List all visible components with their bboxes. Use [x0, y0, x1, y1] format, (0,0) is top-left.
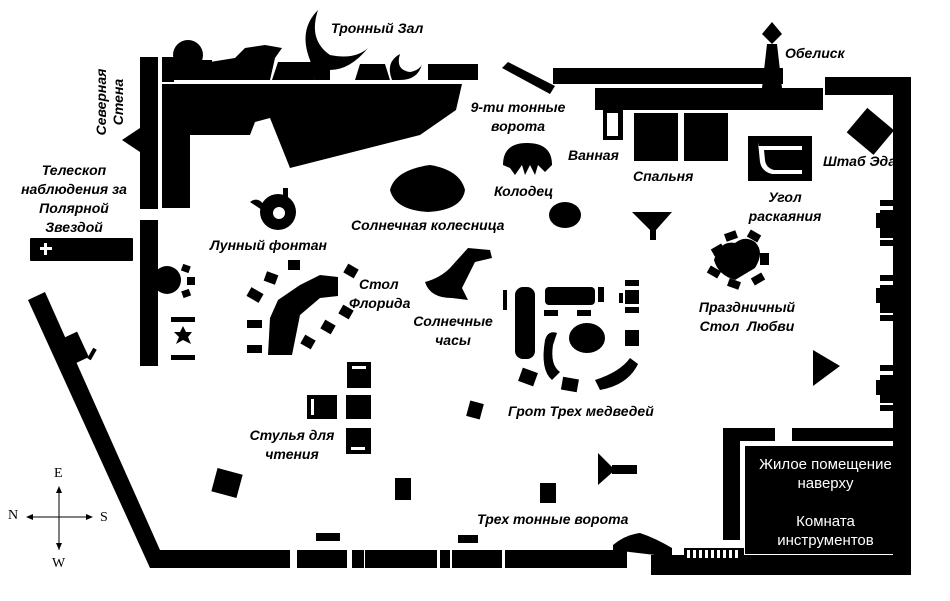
- label-three-bears-grotto: Грот Трех медведей: [508, 403, 654, 419]
- label-sundial-line1: Солнечные: [413, 313, 493, 329]
- stone-block: [211, 468, 243, 498]
- label-love-table-line1: Праздничный: [698, 299, 796, 315]
- label-reading-chairs-line2: чтения: [265, 446, 319, 462]
- label-north-wall-line1: Северная: [93, 68, 109, 136]
- label-obelisk: Обелиск: [785, 45, 845, 61]
- label-nine-ton-gate: 9-ти тонные ворота: [462, 98, 574, 136]
- label-florida-table-line1: Стол: [359, 276, 399, 292]
- label-florida-table-line2: Флорида: [349, 295, 411, 311]
- stone-block: [395, 478, 411, 500]
- label-love-table-line2: Стол Любви: [699, 318, 795, 334]
- label-telescope-line2: наблюдения за: [21, 181, 127, 197]
- label-telescope-line4: Звездой: [45, 219, 103, 235]
- grate: [684, 548, 744, 560]
- label-tool-room-line2: инструментов: [777, 532, 874, 549]
- label-reading-chairs: Стулья для чтения: [244, 426, 340, 464]
- bathroom: [603, 110, 623, 140]
- sun-chariot-small-circle: [549, 202, 581, 228]
- label-telescope-line3: Полярной: [39, 200, 109, 216]
- label-living-quarters: Жилое помещение наверху: [748, 455, 903, 493]
- label-repentance-corner-line1: Угол: [768, 189, 802, 205]
- label-moon-fountain: Лунный фонтан: [210, 237, 327, 253]
- moon-fountain-group: [153, 263, 195, 360]
- label-well: Колодец: [494, 183, 554, 199]
- label-sundial: Солнечные часы: [405, 312, 501, 350]
- stone-block: [540, 483, 556, 503]
- love-table: [706, 229, 769, 290]
- label-eds-hq: Штаб Эда: [823, 153, 897, 169]
- compass-east: E: [54, 466, 63, 481]
- label-living-quarters-line2: наверху: [797, 475, 854, 492]
- label-tool-room: Комната инструментов: [748, 512, 903, 550]
- label-sun-chariot: Солнечная колесница: [351, 217, 505, 233]
- label-bedroom: Спальня: [633, 168, 694, 184]
- repentance-corner: [748, 136, 812, 181]
- label-living-quarters-line1: Жилое помещение: [759, 456, 892, 473]
- moon-fountain: [250, 188, 296, 230]
- triangle-marker-east: [813, 350, 840, 386]
- label-repentance-corner: Угол раскаяния: [740, 188, 830, 226]
- label-telescope: Телескоп наблюдения за Полярной Звездой: [6, 161, 142, 237]
- telescope: [30, 238, 133, 261]
- label-reading-chairs-line1: Стулья для: [249, 427, 335, 443]
- sun-chariot: [390, 165, 465, 212]
- compass-west: W: [52, 556, 66, 571]
- compass-rose: [26, 486, 93, 550]
- compass-north: N: [8, 508, 19, 523]
- bedroom: [634, 113, 728, 161]
- label-throne-hall: Тронный Зал: [331, 20, 424, 36]
- label-north-wall-line2: Стена: [110, 78, 126, 126]
- funnel-south: [598, 453, 637, 485]
- sundial: [425, 248, 492, 300]
- label-sundial-line2: часы: [435, 332, 471, 348]
- throne-hall: [162, 10, 478, 208]
- label-nine-ton-gate-line2: ворота: [491, 118, 545, 134]
- label-love-table: Праздничный Стол Любви: [688, 298, 806, 336]
- eds-hq: [846, 107, 895, 155]
- label-three-ton-gate: Трех тонные ворота: [477, 511, 629, 527]
- label-florida-table: Стол Флорида: [349, 275, 410, 313]
- three-bears-grotto: [466, 280, 639, 420]
- label-telescope-line1: Телескоп: [41, 162, 107, 178]
- reading-chairs: [307, 362, 371, 454]
- label-bathroom: Ванная: [568, 147, 619, 163]
- north-wall: [122, 57, 158, 366]
- label-repentance-corner-line2: раскаяния: [748, 208, 822, 224]
- funnel-top: [632, 212, 672, 240]
- tower: [723, 428, 905, 554]
- label-tool-room-line1: Комната: [796, 513, 855, 530]
- florida-table: [246, 260, 359, 355]
- well: [503, 143, 552, 175]
- label-north-wall: Северная Стена: [93, 62, 133, 142]
- label-nine-ton-gate-line1: 9-ти тонные: [470, 99, 566, 115]
- compass-south: S: [100, 510, 108, 525]
- east-wall-benches: [876, 200, 893, 411]
